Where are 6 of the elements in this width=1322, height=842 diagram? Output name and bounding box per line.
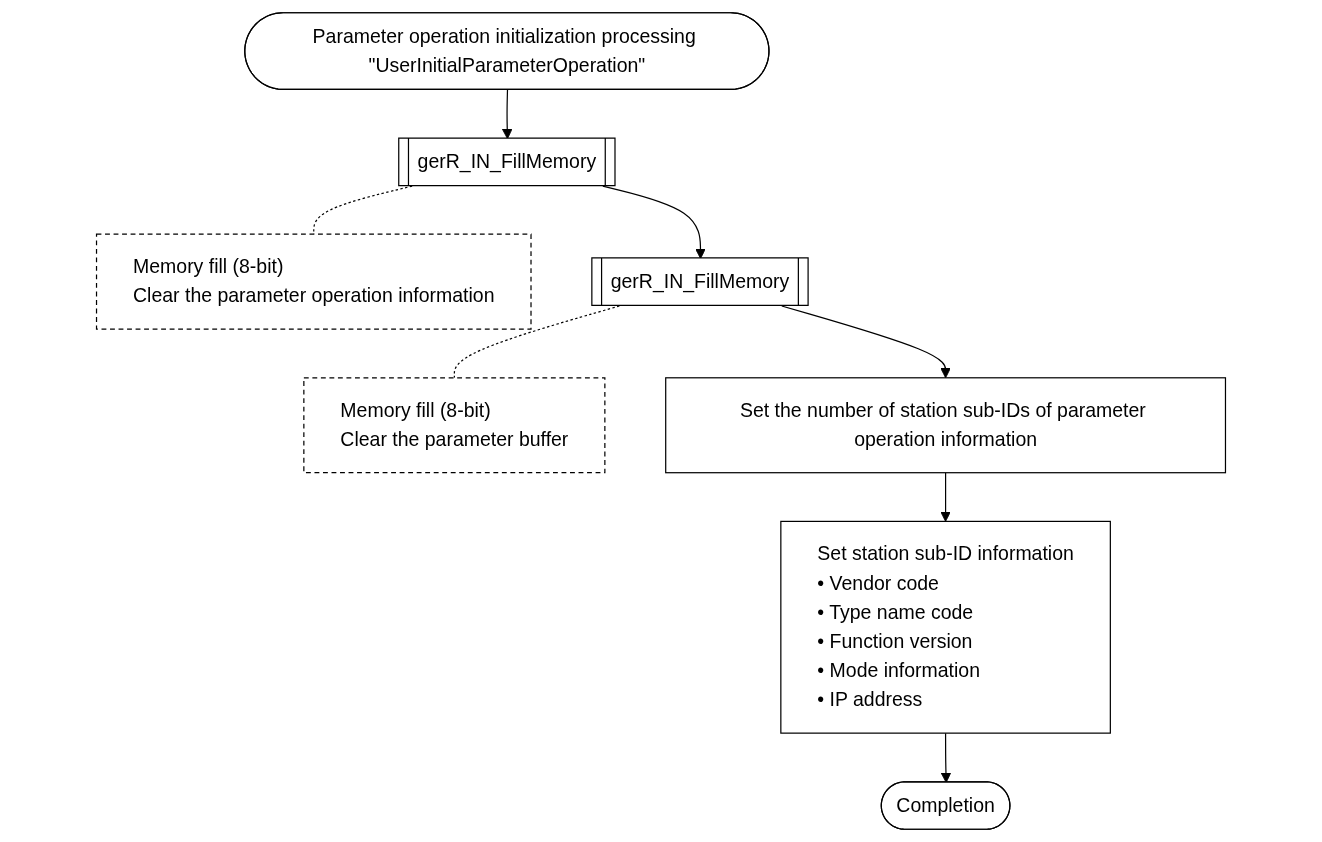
node-box: Set station sub-ID information • Vendor code • Type name code • Function version • Mode information • IP address — [780, 520, 1111, 734]
node-box: Memory fill (8-bit) Clear the parameter operation information — [95, 233, 532, 330]
arrow — [940, 472, 951, 522]
node-box: Memory fill (8-bit) Clear the parameter buffer — [303, 377, 606, 474]
node-box: Set the number of station sub-IDs of parameter operation information — [665, 377, 1227, 474]
arrow — [940, 732, 952, 783]
